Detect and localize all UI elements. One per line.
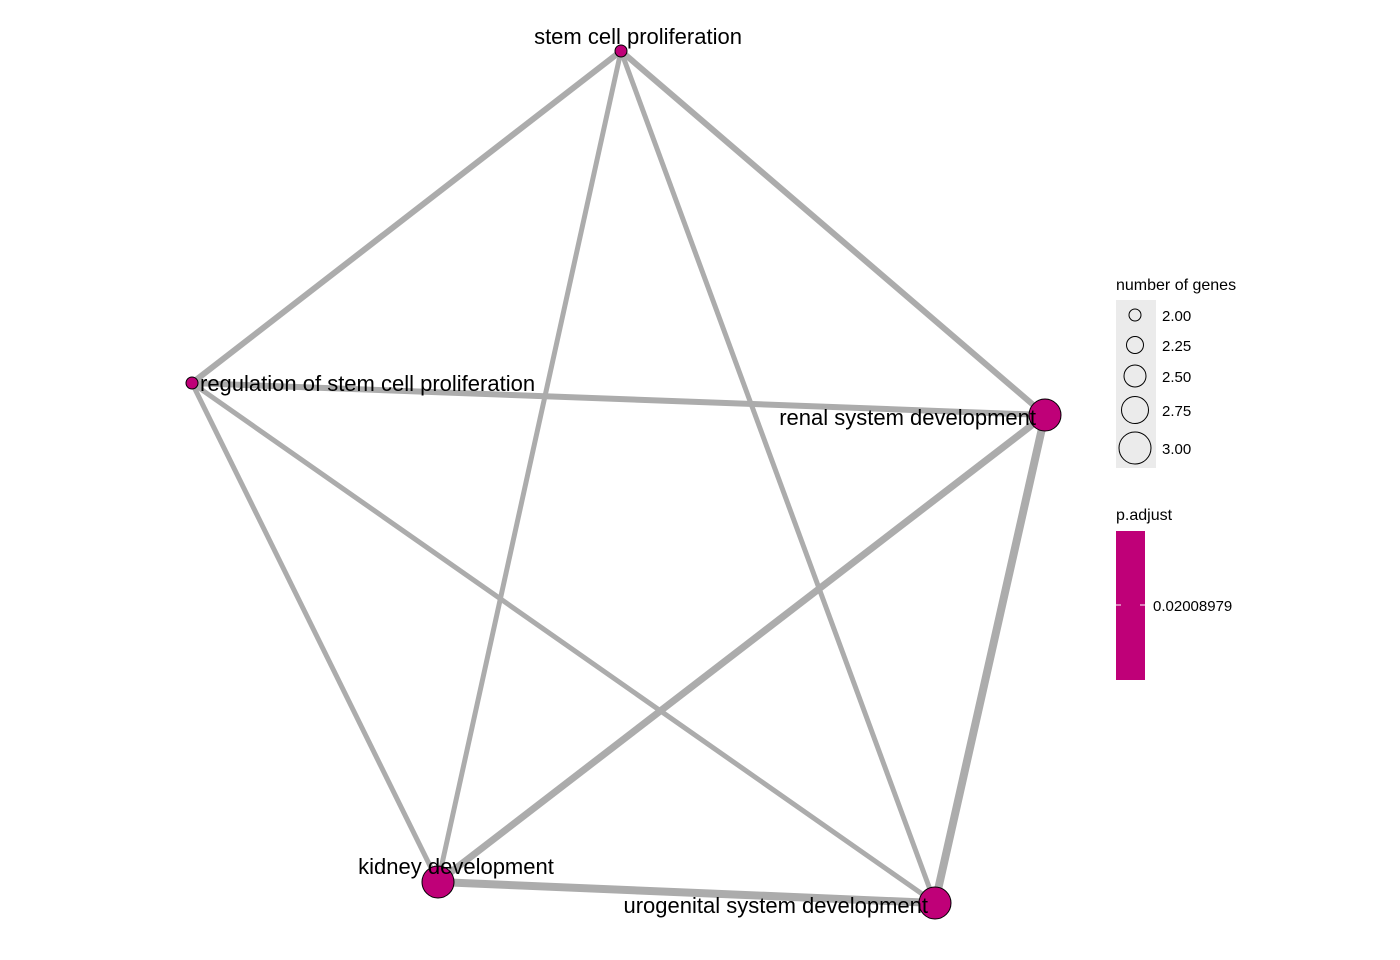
size-legend-label-1: 2.25 <box>1162 338 1191 355</box>
node-label-scp: stem cell proliferation <box>534 24 742 49</box>
edge-rscp-usd <box>190 380 937 906</box>
node-scp[interactable] <box>614 44 628 58</box>
color-legend-title: p.adjust <box>1116 507 1173 524</box>
edges-layer <box>189 48 1049 907</box>
edge-kd-usd <box>437 878 936 907</box>
edge-rscp-rsd <box>191 380 1046 418</box>
edge-scp-rscp <box>190 48 623 386</box>
node-label-rsd: renal system development <box>779 405 1036 430</box>
edge-rsd-usd <box>931 414 1049 904</box>
node-kd[interactable] <box>421 865 455 899</box>
node-label-rscp: regulation of stem cell proliferation <box>200 371 535 396</box>
edge-scp-usd <box>618 50 938 904</box>
color-legend-value-label: 0.02008979 <box>1153 598 1232 615</box>
size-legend: number of genes 2.00 2.25 2.50 2.75 3.00 <box>1116 277 1236 468</box>
size-legend-label-2: 2.50 <box>1162 369 1191 386</box>
node-rsd[interactable] <box>1028 398 1062 432</box>
size-legend-key-4 <box>1118 431 1152 465</box>
edge-scp-kd <box>435 50 624 883</box>
size-legend-items: 2.00 2.25 2.50 2.75 3.00 <box>1118 308 1191 465</box>
size-legend-label-3: 2.75 <box>1162 403 1191 420</box>
size-legend-key-3 <box>1121 396 1149 424</box>
size-legend-key-0 <box>1128 308 1142 322</box>
size-legend-key-1 <box>1126 336 1144 354</box>
size-legend-label-0: 2.00 <box>1162 308 1191 325</box>
edge-scp-rsd <box>619 48 1047 418</box>
edge-rscp-kd <box>189 381 441 884</box>
node-usd[interactable] <box>918 886 952 920</box>
node-label-kd: kidney development <box>358 854 554 879</box>
nodes-layer <box>185 44 1062 920</box>
size-legend-key-2 <box>1123 364 1147 388</box>
color-legend: p.adjust 0.02008979 <box>1116 507 1232 680</box>
size-legend-title: number of genes <box>1116 277 1236 294</box>
node-rscp[interactable] <box>185 376 199 390</box>
size-legend-label-4: 3.00 <box>1162 441 1191 458</box>
labels-layer: stem cell proliferation regulation of ste… <box>200 24 1036 918</box>
node-label-usd: urogenital system development <box>624 893 929 918</box>
edge-rsd-kd <box>435 412 1048 885</box>
